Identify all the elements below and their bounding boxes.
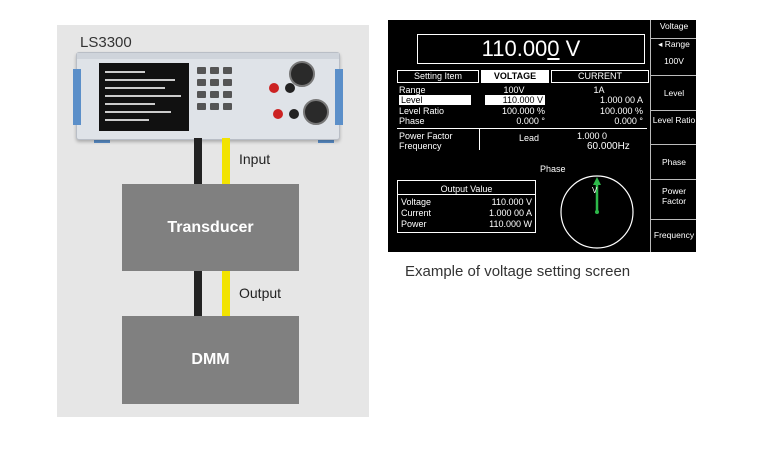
device-knob-upper xyxy=(289,61,315,87)
level-voltage[interactable]: 110.000 V xyxy=(485,95,545,105)
device-handle-right xyxy=(335,69,343,125)
phasor-arrowhead xyxy=(593,177,601,185)
device-foot-left xyxy=(94,137,110,143)
device-top-strip xyxy=(77,53,339,59)
menu-title: Voltage xyxy=(659,21,689,31)
transducer-box: Transducer xyxy=(122,184,299,271)
row-label-range: Range xyxy=(399,85,426,95)
phase-current[interactable]: 0.000 ° xyxy=(614,116,643,126)
main-value-cursor-digit: 0 xyxy=(547,36,560,61)
main-value-prefix: 110.00 xyxy=(481,36,548,61)
table-divider xyxy=(397,128,647,129)
main-value-display: 110.000 V xyxy=(417,34,645,64)
menu-level-ratio[interactable]: Level Ratio xyxy=(651,110,696,143)
phasor-label: V xyxy=(592,186,598,195)
level-ratio-current[interactable]: 100.000 % xyxy=(599,106,643,116)
main-value-unit: V xyxy=(559,36,581,61)
menu-frequency[interactable]: Frequency xyxy=(651,219,696,252)
device-foot-right xyxy=(318,137,334,143)
output-label: Output xyxy=(239,285,282,301)
transducer-label: Transducer xyxy=(167,218,254,236)
device-buttons xyxy=(197,67,257,123)
output-cable-yellow xyxy=(222,271,230,316)
level-current[interactable]: 1.000 00 A xyxy=(599,95,643,105)
output-value-voltage: 110.000 V xyxy=(491,197,532,207)
row-label-power-factor: Power Factor xyxy=(399,131,453,141)
device-jack-red xyxy=(269,83,279,93)
menu-power-factor[interactable]: Power Factor xyxy=(651,179,696,212)
table-divider-vertical xyxy=(479,128,480,150)
phase-circle xyxy=(560,175,634,249)
phase-diagram: V xyxy=(560,175,634,249)
screen-caption: Example of voltage setting screen xyxy=(405,263,631,280)
phasor-origin xyxy=(595,210,599,214)
device-handle-left xyxy=(73,69,81,125)
device-jack-black xyxy=(285,83,295,93)
output-title: Output Value xyxy=(440,184,493,194)
output-label-voltage: Voltage xyxy=(401,197,432,207)
level-ratio-voltage[interactable]: 100.000 % xyxy=(501,106,545,116)
phase-title: Phase xyxy=(540,164,566,174)
menu-range-value: 100V xyxy=(664,56,684,66)
frequency-value[interactable]: 60.000Hz xyxy=(587,141,630,152)
device-knob-lower xyxy=(303,99,329,125)
output-divider xyxy=(398,194,535,195)
menu-level[interactable]: Level xyxy=(651,75,696,110)
row-label-phase: Phase xyxy=(399,116,425,126)
header-voltage[interactable]: VOLTAGE xyxy=(481,70,549,83)
voltage-setting-screen: 110.000 V Voltage ◂ Range 100V Level Lev… xyxy=(388,20,696,252)
header-setting-item: Setting Item xyxy=(397,70,479,83)
output-value-box: Output Value Voltage 110.000 V Current 1… xyxy=(397,180,536,233)
setting-table: Setting Item VOLTAGE CURRENT Range 100V … xyxy=(397,70,649,160)
dmm-box: DMM xyxy=(122,316,299,404)
device-jack-red-2 xyxy=(273,109,283,119)
device-jack-black-2 xyxy=(289,109,299,119)
device-screen xyxy=(99,63,189,131)
output-cable-black xyxy=(194,271,202,316)
range-current[interactable]: 1A xyxy=(593,85,605,95)
row-label-level-ratio: Level Ratio xyxy=(399,106,445,116)
ls3300-device-illustration xyxy=(73,52,343,140)
menu-phase[interactable]: Phase xyxy=(651,144,696,179)
output-label-current: Current xyxy=(401,208,432,218)
power-factor-value[interactable]: 1.000 0 xyxy=(577,131,608,141)
input-cable-black xyxy=(194,138,202,184)
menu-range[interactable]: ◂ Range xyxy=(651,38,696,49)
range-voltage[interactable]: 100V xyxy=(503,85,525,95)
row-label-level: Level xyxy=(399,95,471,105)
lead-label: Lead xyxy=(519,133,540,143)
device-label: LS3300 xyxy=(80,34,132,51)
header-current[interactable]: CURRENT xyxy=(551,70,649,83)
dmm-label: DMM xyxy=(191,351,230,368)
input-label: Input xyxy=(239,151,271,167)
output-value-power: 110.000 W xyxy=(489,219,532,229)
output-label-power: Power xyxy=(401,219,427,229)
phase-voltage[interactable]: 0.000 ° xyxy=(516,116,545,126)
input-cable-yellow xyxy=(222,138,230,184)
soft-key-menu: Voltage ◂ Range 100V Level Level Ratio P… xyxy=(650,20,696,252)
output-value-current: 1.000 00 A xyxy=(488,208,532,218)
row-label-frequency: Frequency xyxy=(399,141,442,151)
